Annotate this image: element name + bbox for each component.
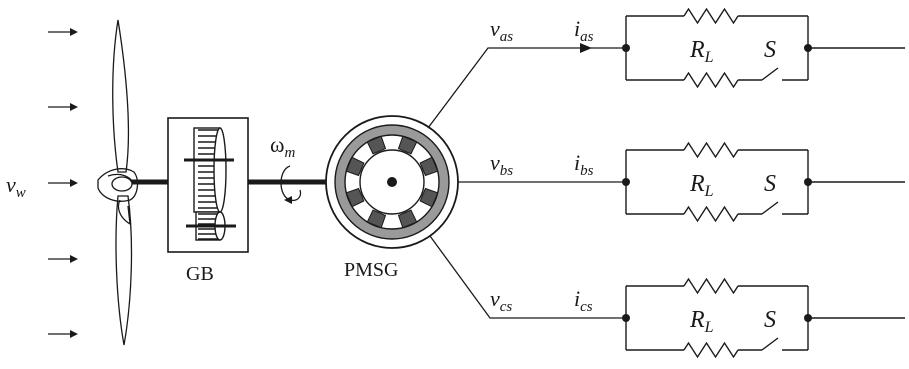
small-gear-icon (186, 211, 236, 241)
switch-icon (761, 337, 779, 351)
large-gear-icon (193, 127, 227, 213)
load-resistance-label: RL (689, 307, 714, 336)
resistor-icon (683, 141, 739, 159)
phase-a-wire (427, 47, 622, 129)
load-phase-b: RL S (622, 141, 905, 223)
resistor-icon (683, 341, 739, 359)
stator-slots (345, 135, 439, 229)
phase-c-current: ics (574, 286, 593, 315)
load-resistance-label: RL (689, 37, 714, 66)
load-resistance-label: RL (689, 171, 714, 200)
wind-arrow (48, 330, 78, 338)
phase-b-current: ibs (574, 150, 594, 179)
current-arrow-icon (580, 43, 592, 53)
resistor-icon (683, 205, 739, 223)
wind-arrow (48, 28, 78, 36)
stator-slot (419, 187, 439, 208)
load-phase-c: RL S (622, 277, 905, 359)
switch-icon (761, 201, 779, 215)
switch-icon (761, 67, 779, 81)
switch-label: S (764, 307, 776, 333)
gearbox-label: GB (186, 263, 214, 285)
phase-a-voltage: vas (490, 16, 513, 45)
stator-slot (419, 156, 439, 177)
resistor-icon (683, 71, 739, 89)
wind-speed-label: vw (6, 172, 26, 201)
phase-c-wire (429, 235, 622, 319)
junction-node (622, 44, 630, 52)
load-phase-a: RL S (622, 7, 905, 89)
wind-arrow (48, 179, 78, 187)
wind-arrow (48, 103, 78, 111)
switch-label: S (764, 37, 776, 63)
phase-c-voltage: vcs (490, 286, 512, 315)
stator-slot (366, 209, 387, 229)
phase-b-voltage: vbs (490, 150, 513, 179)
stator-slot (397, 209, 418, 229)
stator-slot (345, 187, 365, 208)
lower-blade (115, 195, 133, 346)
stator-slot (366, 135, 387, 155)
stator-slot (397, 135, 418, 155)
wind-arrow (48, 255, 78, 263)
turbine-rotor (97, 19, 139, 346)
generator-label: PMSG (344, 259, 398, 281)
phase-a-current: ias (574, 16, 594, 45)
wind-arrows (48, 28, 78, 338)
junction-node (622, 314, 630, 322)
switch-label: S (764, 171, 776, 197)
hub-blade (97, 168, 139, 202)
rotor-speed-label: ωm (270, 132, 295, 161)
upper-blade (112, 19, 130, 173)
junction-node (622, 178, 630, 186)
resistor-icon (683, 277, 739, 295)
pmsg-generator (325, 115, 459, 249)
load-blocks: RL S RL S RL S (622, 7, 905, 359)
resistor-icon (683, 7, 739, 25)
rotation-arrow-icon (280, 165, 302, 204)
gearbox (167, 117, 249, 253)
stator-slot (345, 156, 365, 177)
